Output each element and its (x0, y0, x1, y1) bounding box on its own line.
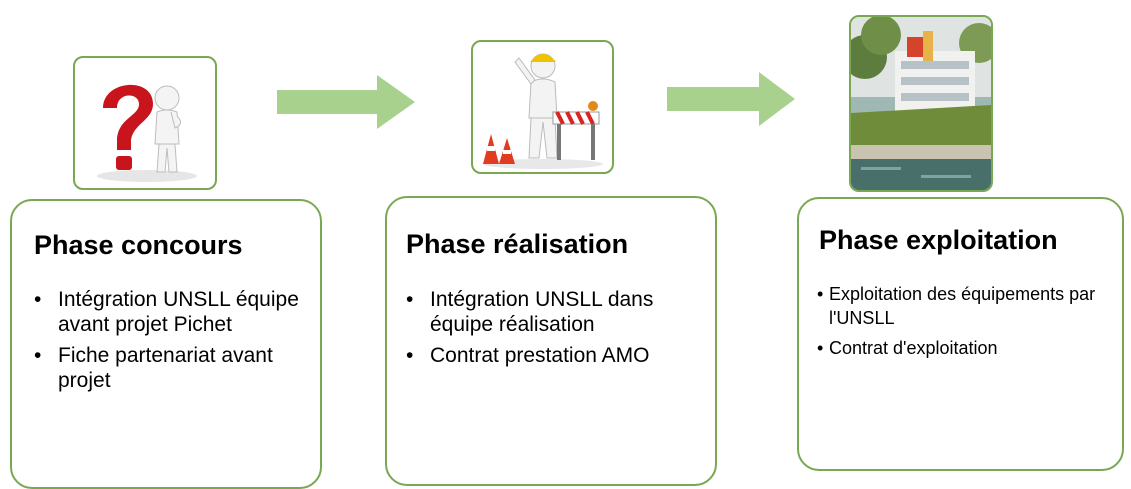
building-photo-icon (851, 17, 991, 190)
phase-concours-card: Phase concours Intégration UNSLL équipe … (10, 199, 322, 489)
phase-concours-image (73, 56, 217, 190)
phase-items: Intégration UNSLL dans équipe réalisatio… (406, 287, 702, 374)
question-person-icon (97, 84, 197, 182)
phase-exploitation-image (849, 15, 993, 192)
phase-title: Phase exploitation (819, 225, 1058, 255)
list-item: Intégration UNSLL dans équipe réalisatio… (406, 287, 702, 337)
arrow-icon (277, 75, 415, 129)
arrow-icon (667, 72, 795, 126)
phase-items: Intégration UNSLL équipe avant projet Pi… (34, 287, 316, 399)
phase-exploitation-card: Phase exploitation Exploitation des équi… (797, 197, 1124, 471)
phase-title: Phase réalisation (406, 229, 629, 259)
phase-items: Exploitation des équipements par l'UNSLL… (817, 282, 1107, 366)
phase-realisation-image (471, 40, 614, 174)
list-item: Fiche partenariat avant projet (34, 343, 316, 393)
phase-realisation-card: Phase réalisation Intégration UNSLL dans… (385, 196, 717, 486)
list-item: Exploitation des équipements par l'UNSLL (817, 282, 1107, 330)
list-item: Contrat d'exploitation (817, 336, 1107, 360)
list-item: Intégration UNSLL équipe avant projet Pi… (34, 287, 316, 337)
phase-title: Phase concours (34, 230, 243, 260)
list-item: Contrat prestation AMO (406, 343, 702, 368)
construction-worker-icon (483, 53, 603, 169)
